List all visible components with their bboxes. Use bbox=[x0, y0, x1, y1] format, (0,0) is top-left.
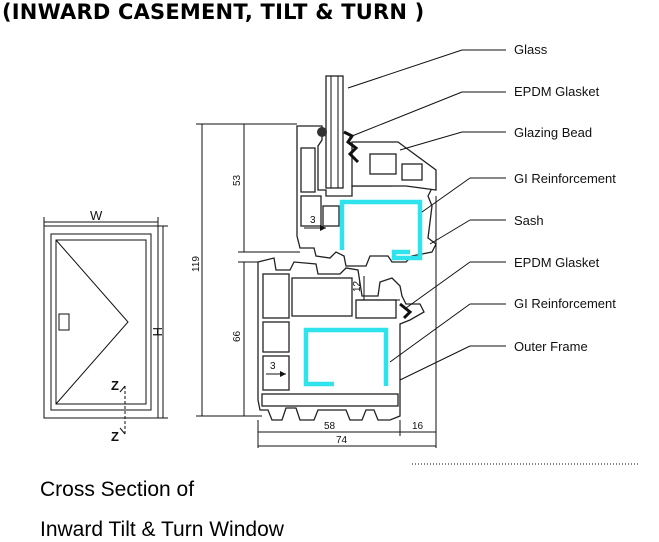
glass-pane bbox=[325, 75, 344, 189]
caption-line-2: Inward Tilt & Turn Window bbox=[40, 518, 284, 541]
dim-53: 53 bbox=[232, 174, 243, 186]
callout-glazing-bead: Glazing Bead bbox=[514, 125, 592, 140]
dim-12: 12 bbox=[352, 280, 363, 292]
dim-66: 66 bbox=[232, 330, 243, 342]
window-elevation bbox=[43, 217, 168, 435]
section-marker-top: Z bbox=[111, 378, 119, 393]
callout-gi-reinforcement-frame: GI Reinforcement bbox=[514, 296, 616, 311]
caption-line-1: Cross Section of bbox=[40, 478, 195, 501]
profile-drawing bbox=[257, 75, 437, 421]
callout-epdm-gasket-frame: EPDM Glasket bbox=[514, 255, 600, 270]
page-title: (INWARD CASEMENT, TILT & TURN ) bbox=[2, 0, 425, 24]
dim-frame-gap: 3 bbox=[270, 361, 276, 372]
dim-119: 119 bbox=[191, 256, 202, 272]
dim-58: 58 bbox=[324, 421, 336, 432]
callout-epdm-gasket-top: EPDM Glasket bbox=[514, 84, 600, 99]
callout-outer-frame: Outer Frame bbox=[514, 339, 588, 354]
section-marker-bottom: Z bbox=[111, 429, 119, 444]
dimension-lines bbox=[196, 123, 640, 465]
callout-gi-reinforcement-sash: GI Reinforcement bbox=[514, 171, 616, 186]
width-label: W bbox=[90, 208, 103, 223]
dim-16: 16 bbox=[412, 421, 424, 432]
dim-sash-gap: 3 bbox=[310, 215, 316, 226]
height-label: H bbox=[150, 327, 165, 336]
callout-sash: Sash bbox=[514, 213, 544, 228]
frame-gi-reinforcement bbox=[303, 327, 389, 387]
callout-leaders bbox=[347, 49, 506, 381]
sash-gi-reinforcement bbox=[339, 199, 423, 261]
dim-74: 74 bbox=[336, 435, 348, 446]
callout-glass: Glass bbox=[514, 42, 548, 57]
